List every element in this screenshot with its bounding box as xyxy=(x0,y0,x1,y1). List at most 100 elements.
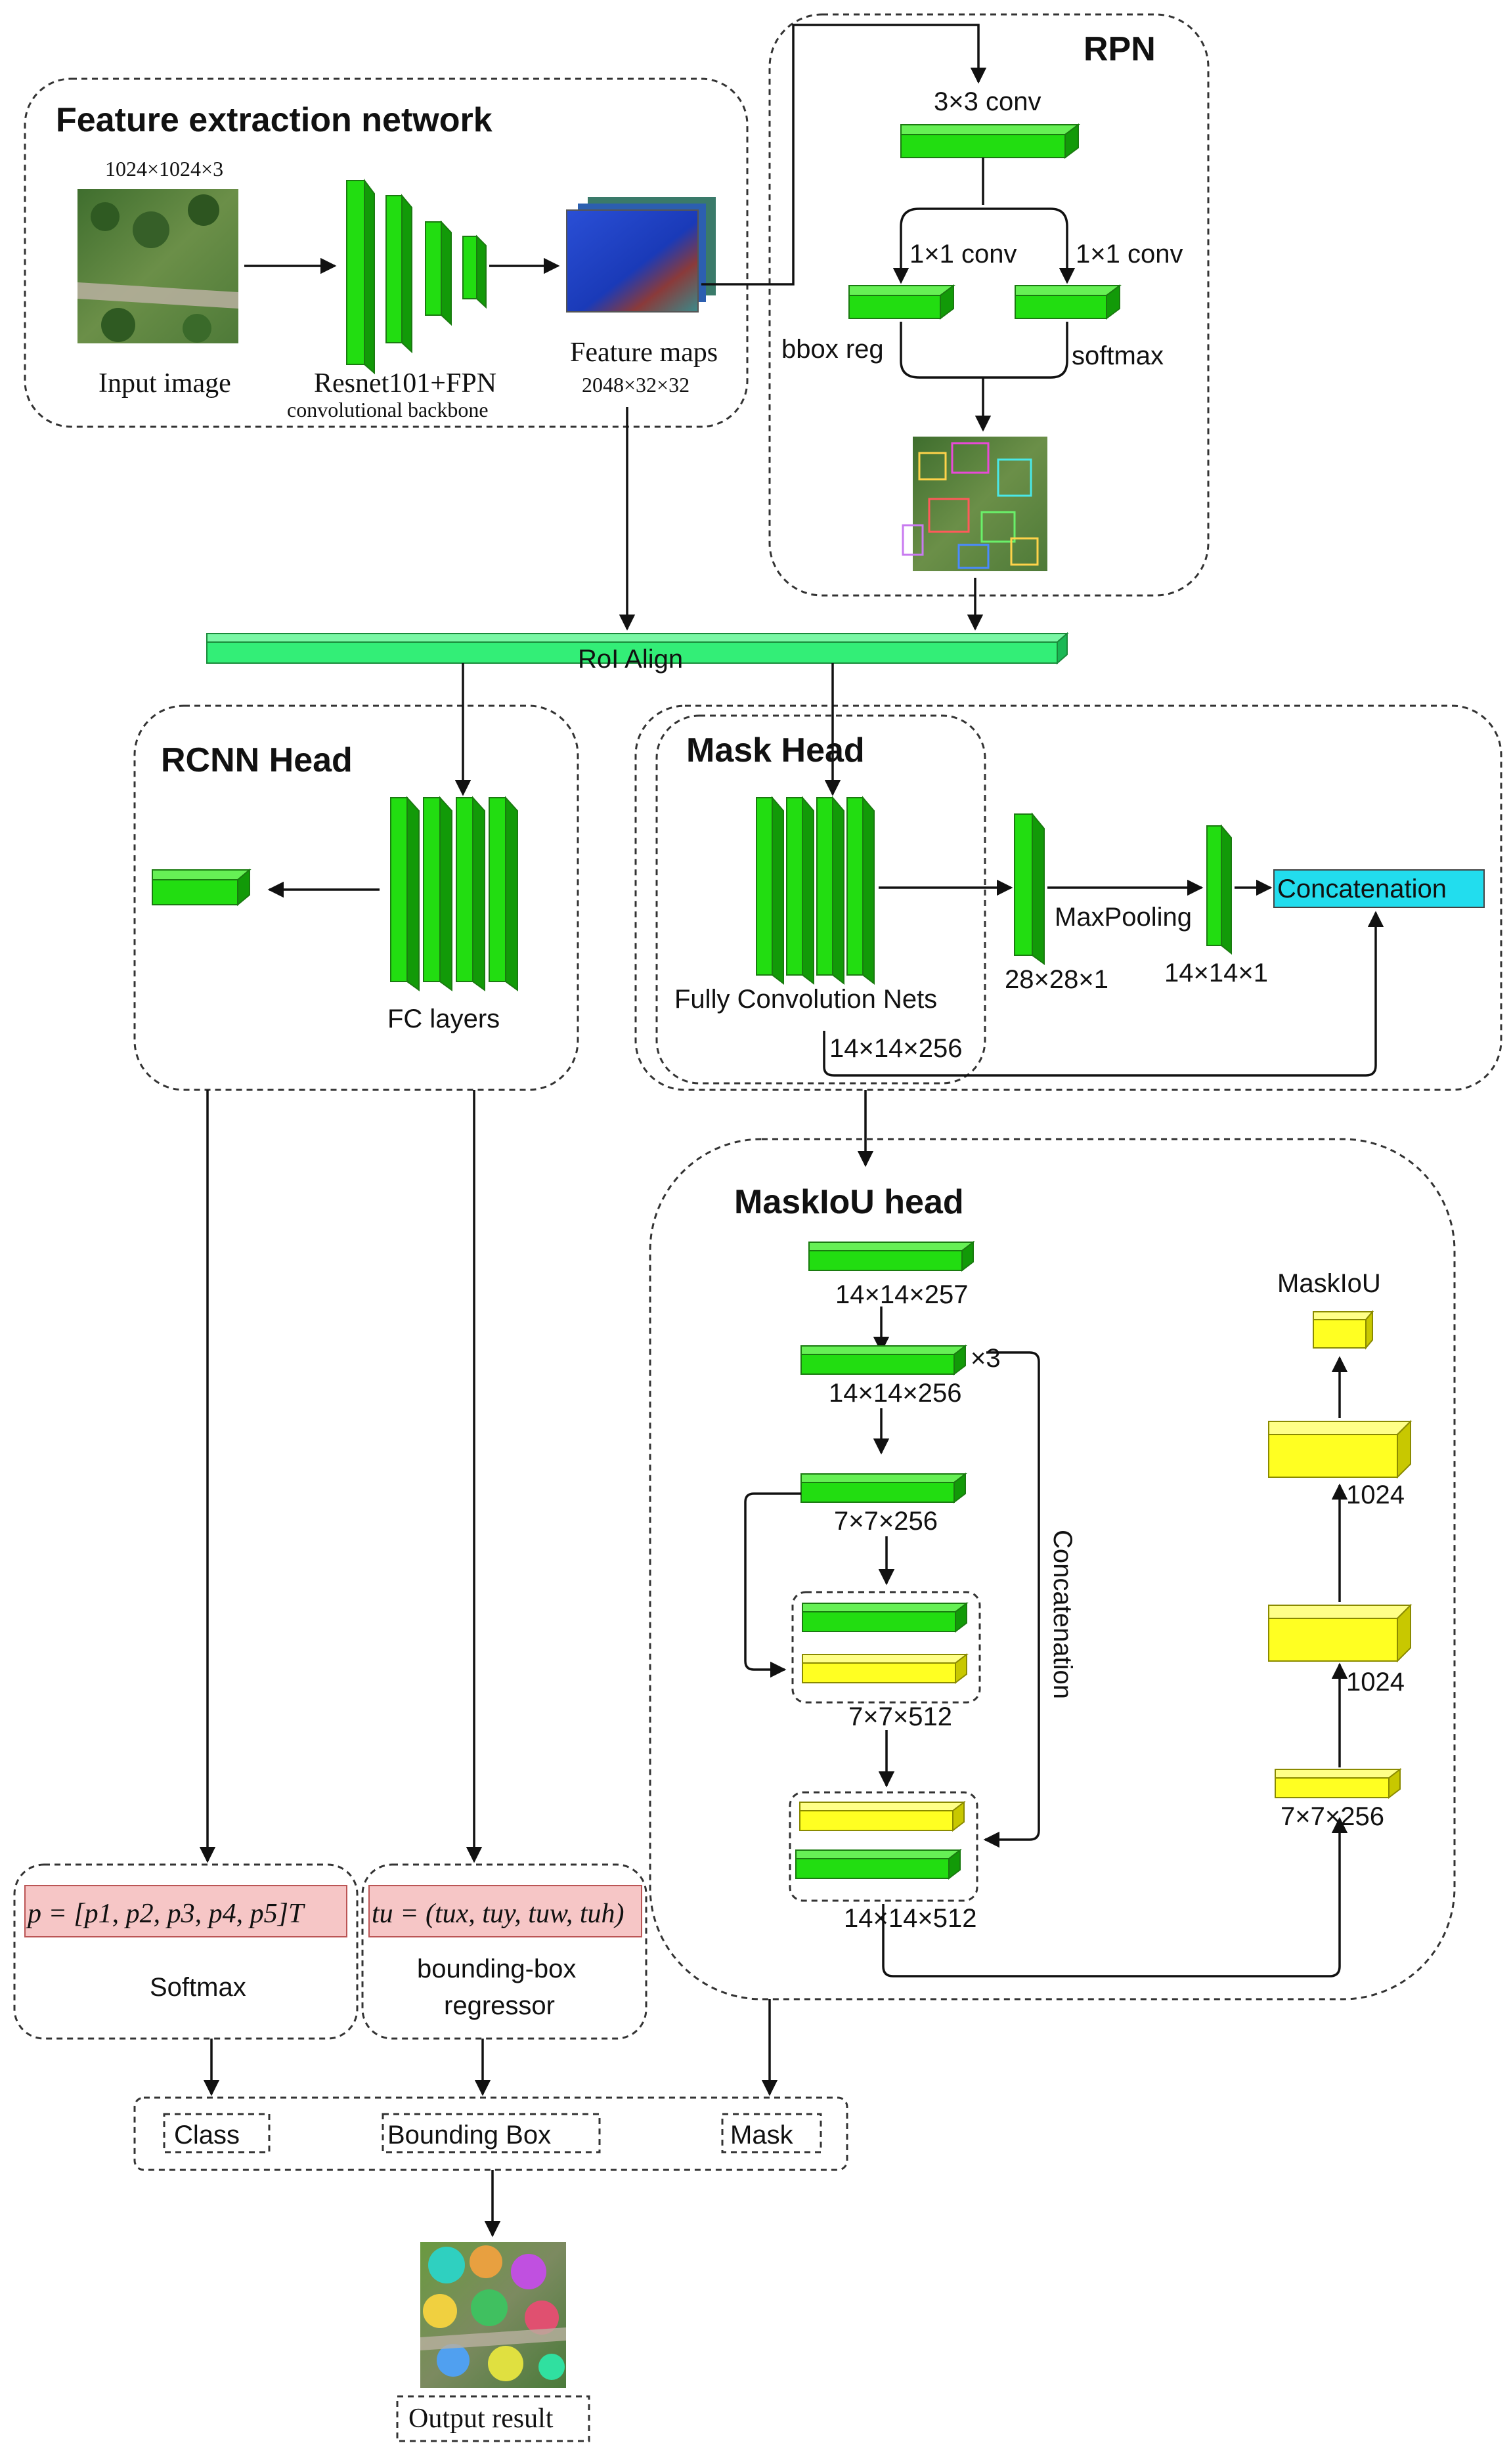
softmax-panel: p = [p1, p2, p3, p4, p5]T Softmax xyxy=(13,1863,359,2040)
bbox-label-line2: regressor xyxy=(444,1991,555,2020)
rcnn-output-block xyxy=(152,868,252,907)
rpn-split-bar xyxy=(900,207,1068,227)
feature-extraction-panel: Feature extraction network 1024×1024×3 I… xyxy=(24,77,749,428)
mask-concat-box xyxy=(1273,869,1485,908)
maskiou-size-right-7x7x256: 7×7×256 xyxy=(1281,1802,1384,1831)
mask-head-title: Mask Head xyxy=(686,731,865,769)
rcnn-head-panel: RCNN Head FC layers xyxy=(133,663,579,1091)
maskiou-block-257 xyxy=(808,1240,975,1272)
maskiou-fc2-block xyxy=(1268,1603,1412,1663)
fcn-size-label: 14×14×256 xyxy=(829,1034,962,1063)
maskiou-block-512-green xyxy=(802,1601,969,1633)
feature-maps-label: Feature maps xyxy=(570,337,718,368)
mask-concat-label: Concatenation xyxy=(1277,875,1447,903)
feature-maps-size: 2048×32×32 xyxy=(582,373,690,397)
rpn-softmax-label: softmax xyxy=(1072,341,1164,370)
maskiou-repeat-label: ×3 xyxy=(971,1344,1001,1373)
output-result-label: Output result xyxy=(408,2404,554,2434)
input-image xyxy=(77,189,238,343)
maskiou-fc1-block xyxy=(1268,1419,1412,1479)
feature-extraction-title: Feature extraction network xyxy=(56,101,493,139)
maskiou-head-title: MaskIoU head xyxy=(734,1183,964,1221)
rpn-bbox-reg-label: bbox reg xyxy=(781,335,884,364)
rpn-panel: RPN 3×3 conv 1×1 conv 1×1 conv bbox reg … xyxy=(701,13,1210,597)
class-label: Class xyxy=(174,2121,240,2150)
backbone-sublabel: convolutional backbone xyxy=(287,398,489,421)
feature-maps-image xyxy=(566,197,716,313)
arrow-to-right-column xyxy=(882,1817,1348,1978)
maskiou-output-block xyxy=(1313,1310,1374,1350)
fcn-label: Fully Convolution Nets xyxy=(674,985,937,1014)
bbox-formula: tu = (tux, tuy, tuw, tuh) xyxy=(372,1899,624,1929)
output-result-image xyxy=(420,2242,566,2388)
bbox-regressor-border xyxy=(361,1863,647,2040)
maskiou-group-14x14x512 xyxy=(789,1791,978,1902)
arrow-concat-loop xyxy=(983,1351,1040,1848)
rpn-merge-bar xyxy=(900,322,1068,379)
rcnn-head-title: RCNN Head xyxy=(161,741,353,779)
maskiou-concat-label: Concatenation xyxy=(1048,1530,1077,1699)
maskiou-block-14-green xyxy=(795,1848,962,1880)
mask-28-size: 28×28×1 xyxy=(1005,965,1108,994)
maskiou-size-14x14x512: 14×14×512 xyxy=(844,1904,976,1933)
maskiou-head-panel: MaskIoU head 14×14×257 ×3 14×14×256 7×7×… xyxy=(649,1138,1456,2000)
arrow-feature-maps-to-rpn xyxy=(701,24,987,286)
maskiou-block-14-yellow xyxy=(799,1800,966,1832)
maskiou-block-7x7x256 xyxy=(800,1472,967,1504)
outputs-panel: Class Bounding Box Mask xyxy=(133,2096,848,2171)
rpn-conv1-left-label: 1×1 conv xyxy=(909,240,1017,269)
maskiou-block-512-yellow xyxy=(802,1653,969,1685)
output-result-box xyxy=(396,2395,590,2442)
maskiou-size-256: 14×14×256 xyxy=(829,1379,961,1408)
mask-14-block xyxy=(1206,824,1232,955)
input-size-label: 1024×1024×3 xyxy=(105,157,223,181)
softmax-label: Softmax xyxy=(150,1973,246,2002)
mask-label: Mask xyxy=(730,2121,794,2150)
arrow-fcn-skip-to-concat xyxy=(823,911,1384,1077)
backbone-label: Resnet101+FPN xyxy=(314,368,496,399)
rpn-border xyxy=(768,13,1210,597)
maskiou-size-7x7x256: 7×7×256 xyxy=(834,1507,938,1536)
softmax-border xyxy=(13,1863,359,2040)
bounding-box-box xyxy=(382,2113,601,2153)
fc-layers-blocks xyxy=(390,796,518,991)
fc-layers-label: FC layers xyxy=(387,1005,500,1033)
roi-align-bar xyxy=(206,632,1069,665)
rpn-title: RPN xyxy=(1084,30,1156,68)
feature-extraction-border xyxy=(24,77,749,428)
rpn-conv3-block xyxy=(900,123,1080,159)
bbox-formula-box xyxy=(368,1885,642,1937)
mask-head-inner-border xyxy=(655,714,986,1085)
softmax-formula: p = [p1, p2, p3, p4, p5]T xyxy=(26,1899,305,1929)
backbone-blocks xyxy=(346,179,487,375)
mask-28-block xyxy=(1014,812,1045,965)
mask-head-outer-border xyxy=(634,704,1502,1091)
bbox-label-line1: bounding-box xyxy=(417,1955,576,1983)
maskiou-size-257: 14×14×257 xyxy=(835,1280,968,1309)
rpn-softmax-block xyxy=(1015,284,1122,320)
mask-head-panel: Mask Head Fully Convolution Nets 14×14×2… xyxy=(634,663,1502,1091)
class-box xyxy=(163,2113,271,2153)
maskiou-fc1-label: 1024 xyxy=(1346,1481,1405,1509)
maskiou-block-7x7x256-yellow xyxy=(1275,1767,1402,1800)
mask-14-size: 14×14×1 xyxy=(1164,959,1268,987)
rpn-proposals-image xyxy=(902,437,1047,571)
arrow-7x7-skip xyxy=(744,1492,801,1678)
roi-align-label: RoI Align xyxy=(578,645,683,674)
outputs-border xyxy=(133,2096,848,2171)
maskiou-block-256 xyxy=(800,1344,967,1376)
maskiou-group-7x7x512 xyxy=(791,1591,981,1704)
softmax-formula-box xyxy=(24,1885,347,1937)
rpn-bbox-block xyxy=(848,284,955,320)
rcnn-head-border xyxy=(133,704,579,1091)
maskiou-head-border xyxy=(649,1138,1456,2000)
fcn-blocks xyxy=(756,796,875,985)
input-image-label: Input image xyxy=(99,368,231,399)
mask-box xyxy=(721,2113,822,2153)
bbox-regressor-panel: tu = (tux, tuy, tuw, tuh) bounding-box r… xyxy=(361,1863,647,2040)
maskiou-output-label: MaskIoU xyxy=(1277,1269,1381,1298)
bounding-box-label: Bounding Box xyxy=(387,2121,551,2150)
rpn-conv1-right-label: 1×1 conv xyxy=(1076,240,1183,269)
maxpooling-label: MaxPooling xyxy=(1055,903,1192,932)
